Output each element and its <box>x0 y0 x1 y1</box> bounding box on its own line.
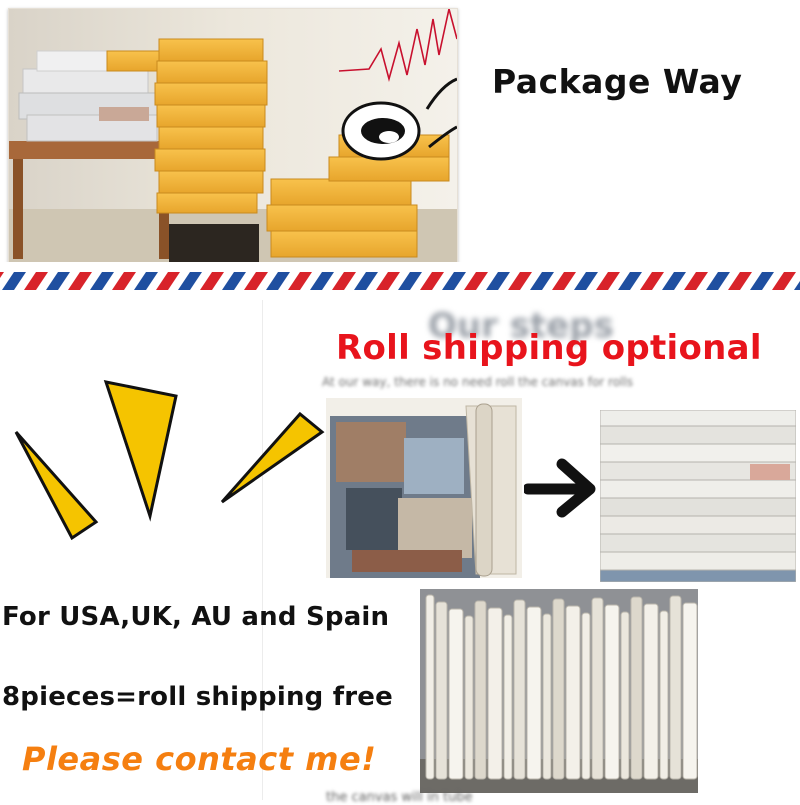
airmail-stripe <box>0 262 800 300</box>
exclamation-triangles-icon <box>14 380 325 541</box>
blurred-footer-caption: the canvas will in tube <box>326 790 473 805</box>
divider-line <box>262 292 263 800</box>
canvas-poster-photo <box>326 398 522 578</box>
contact-me-text: Please contact me! <box>22 740 377 778</box>
countries-text: For USA,UK, AU and Spain <box>2 602 390 632</box>
packages-illustration <box>9 9 457 271</box>
blurred-subtitle: At our way, there is no need roll the ca… <box>322 375 633 389</box>
packages-photo <box>8 8 458 272</box>
mouth-icon <box>341 101 421 161</box>
arrow-right-icon <box>524 458 596 518</box>
roll-shipping-title: Roll shipping optional <box>336 328 762 368</box>
free-shipping-text: 8pieces=roll shipping free <box>2 682 393 712</box>
rolled-posters-photo <box>600 410 796 582</box>
package-way-title: Package Way <box>492 62 743 101</box>
curved-arrow-icon <box>425 77 457 149</box>
blurred-heading: Our steps <box>428 306 614 346</box>
poster-tubes-photo <box>420 589 698 793</box>
